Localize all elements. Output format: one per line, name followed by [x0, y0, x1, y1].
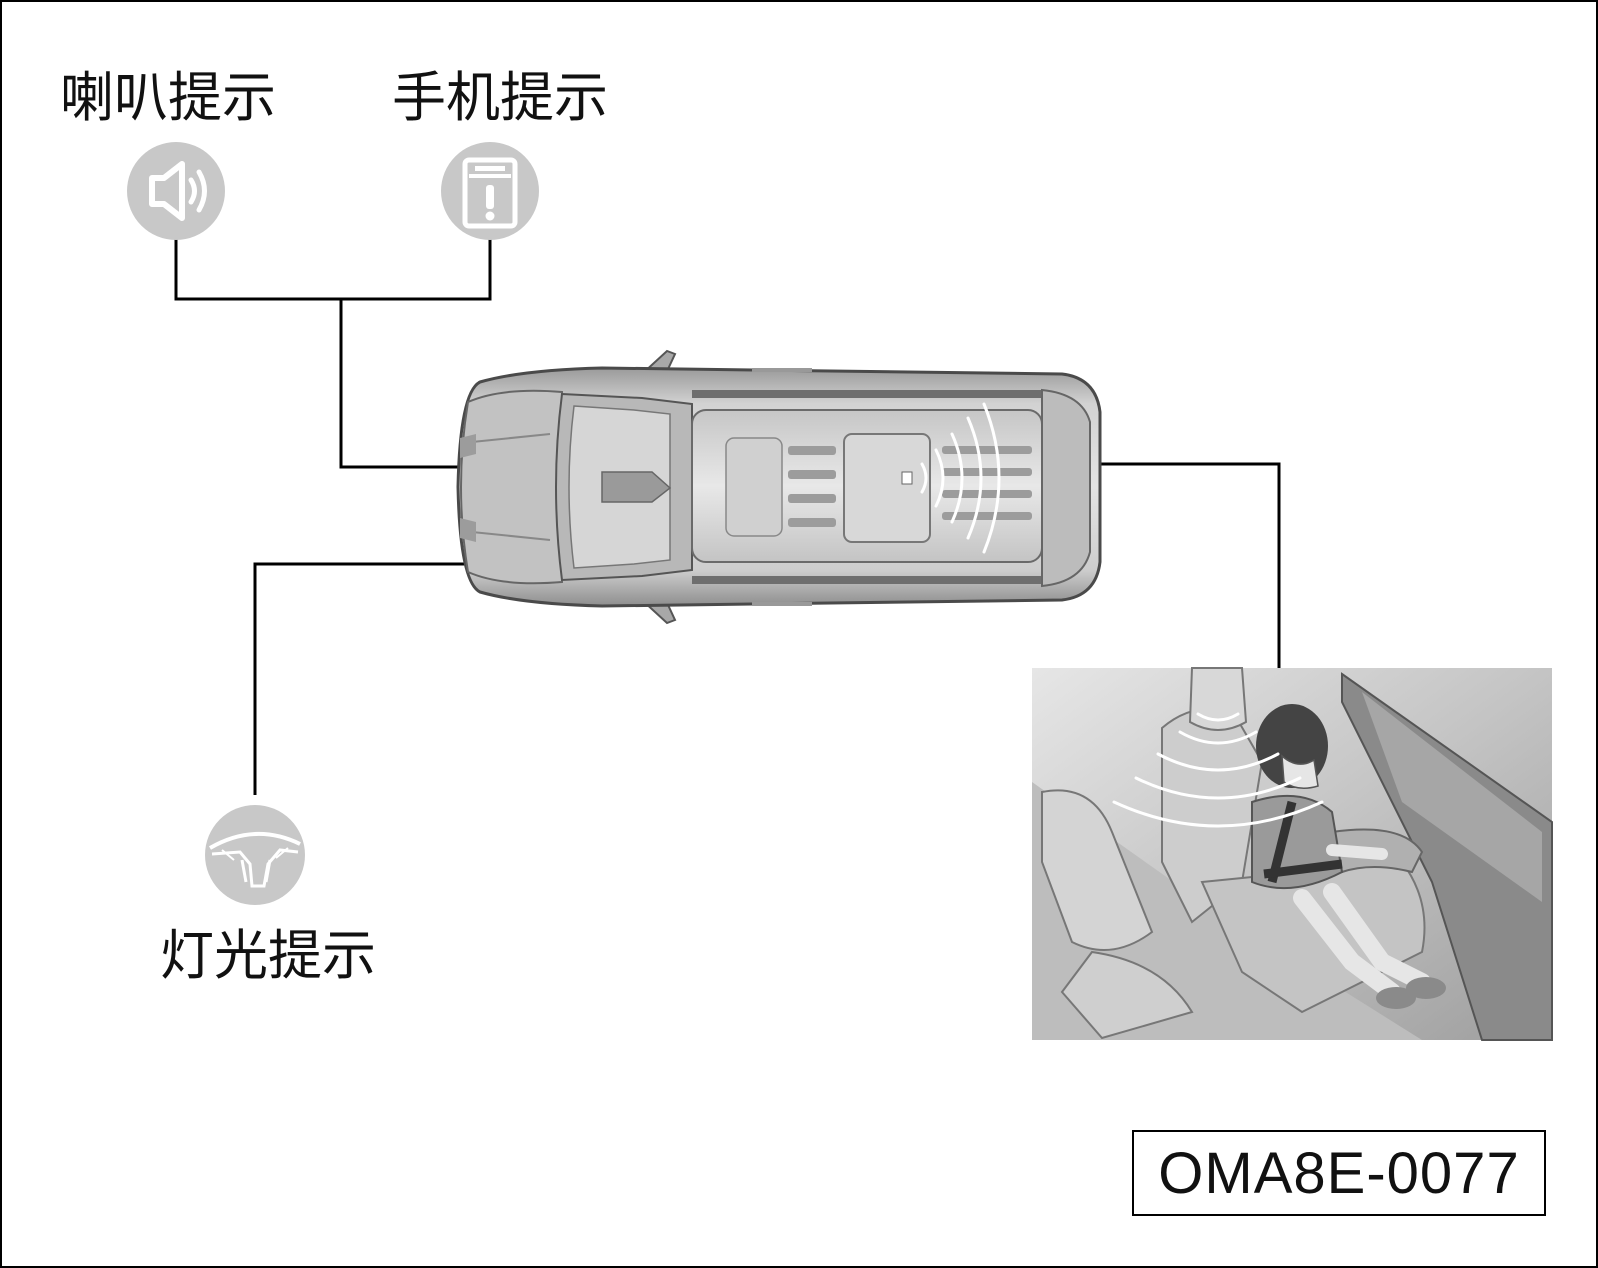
speaker-icon: [127, 142, 225, 240]
line-junction-to-car-front: [339, 299, 477, 469]
phone-alert-icon: [441, 142, 539, 240]
car-top-view: [456, 349, 1102, 625]
light-alert-label: 灯光提示: [160, 924, 376, 987]
steering-wheel-icon: [205, 805, 305, 905]
cabin-interior-illustration: [1032, 667, 1553, 1041]
horn-alert-label: 喇叭提示: [60, 66, 276, 129]
figure-code: OMA8E-0077: [1132, 1130, 1546, 1216]
line-light-to-car: [253, 562, 486, 795]
phone-alert-label: 手机提示: [392, 66, 608, 129]
line-horn-to-junction: [174, 236, 492, 301]
line-car-rear-to-cabin: [1101, 462, 1281, 694]
connector-lines: [174, 236, 1281, 795]
